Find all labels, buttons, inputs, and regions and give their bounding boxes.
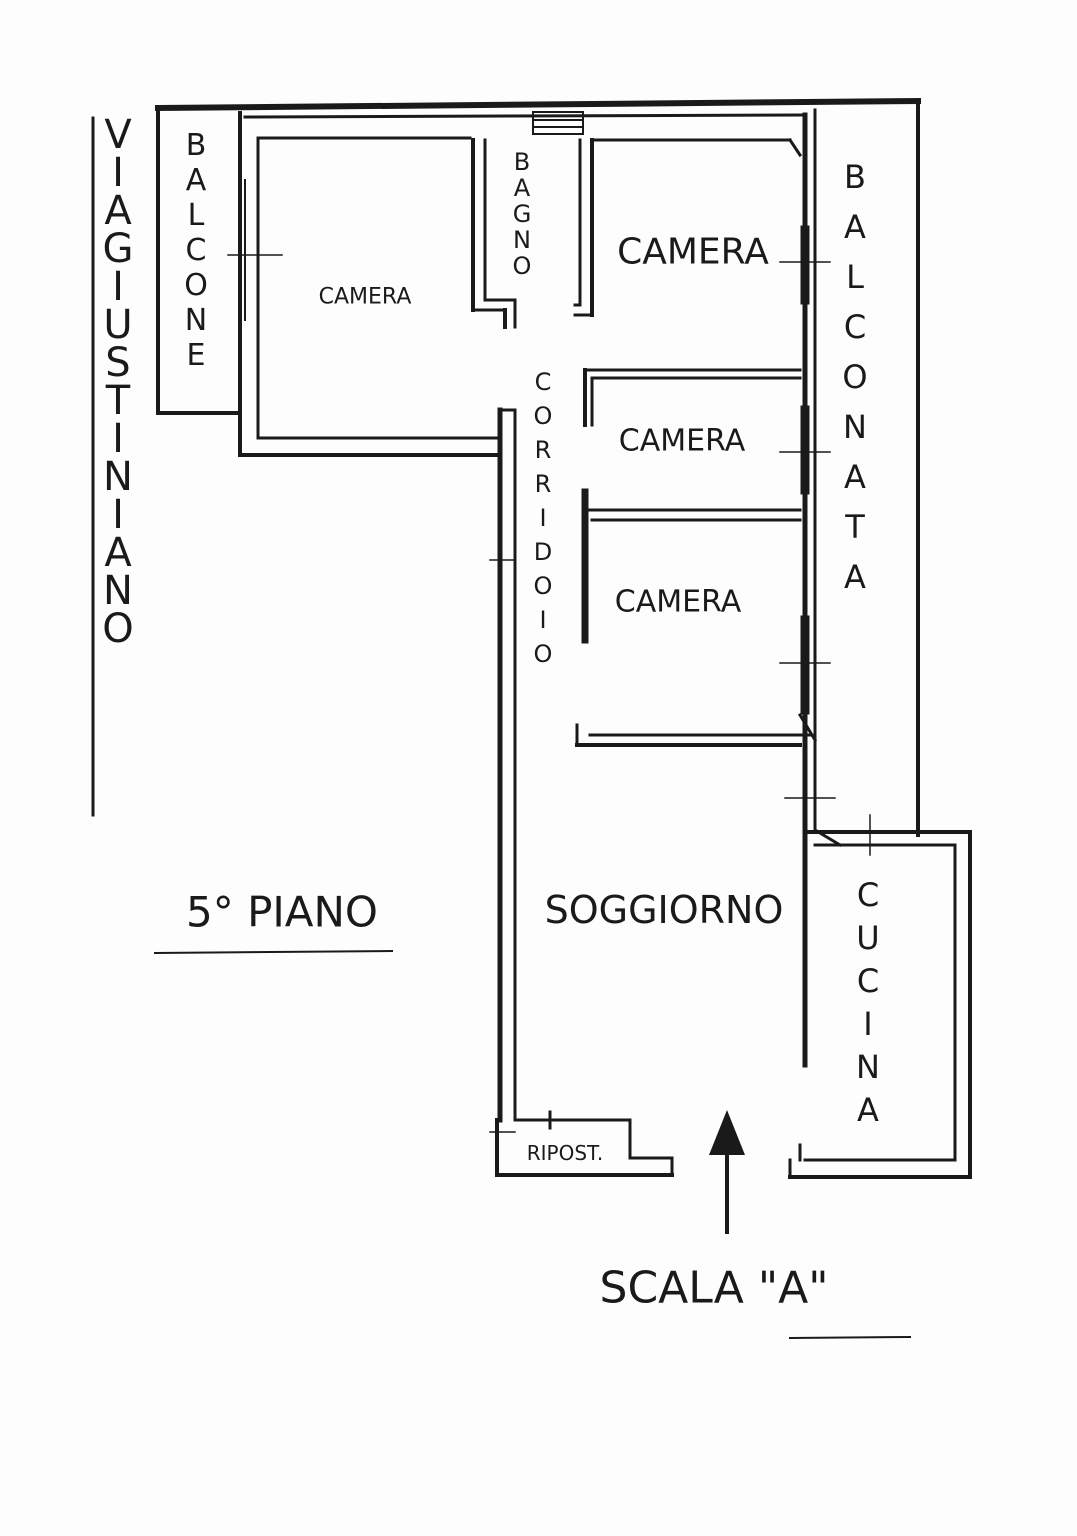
camera-label-3: CAMERA xyxy=(619,424,746,459)
floor-label: 5° PIANO xyxy=(186,888,378,937)
ripostiglio-label: RIPOST. xyxy=(527,1141,604,1165)
camera-label-2: CAMERA xyxy=(617,232,769,273)
camera-label-4: CAMERA xyxy=(615,585,742,620)
soggiorno-label: SOGGIORNO xyxy=(545,888,784,932)
walls xyxy=(154,97,972,1179)
camera-label-1: CAMERA xyxy=(319,285,412,310)
entrance-arrow xyxy=(709,1110,745,1234)
floor-label-underline xyxy=(153,949,394,955)
stair-label-underline xyxy=(788,1335,912,1340)
stair-label: SCALA "A" xyxy=(600,1263,829,1314)
